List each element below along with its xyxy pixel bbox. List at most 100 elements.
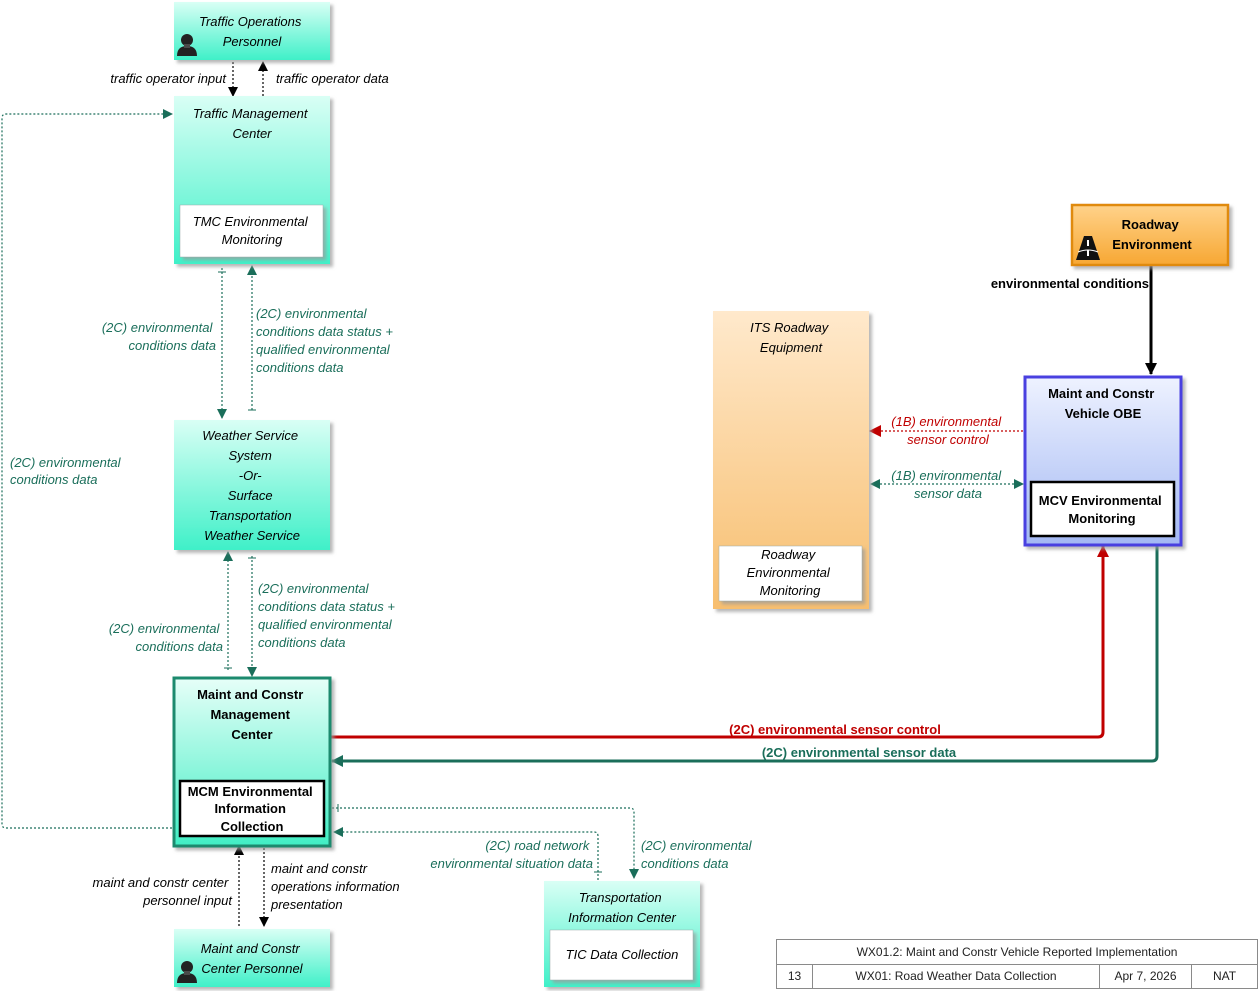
weather-title-2: System <box>229 448 273 463</box>
label-mc-ops-presentation-3: presentation <box>270 897 343 912</box>
tic-box[interactable]: Transportation Information Center TIC Da… <box>544 881 700 987</box>
label-mcm-to-weather-1: (2C) environmental <box>109 621 221 636</box>
svg-text:ITS Roadway Equipment: ITS Roadway Equipment <box>750 320 832 355</box>
label-traffic-operator-input: traffic operator input <box>110 71 227 86</box>
tic-function-box[interactable] <box>549 929 694 981</box>
flow-sensor-control-2c <box>330 545 1109 739</box>
traffic-management-center-box[interactable]: Traffic Management Center TMC Environmen… <box>174 96 330 264</box>
tmc-function-box[interactable] <box>179 204 324 258</box>
svg-text:(1B) environmental senso: (1B) environmental sensor control <box>891 414 1004 447</box>
tic-title-2: Information Center <box>568 910 676 925</box>
flow-sensor-data-1b-tail <box>870 479 880 489</box>
label-sensor-control-1b-1: (1B) environmental <box>891 414 1002 429</box>
title-block: WX01.2: Maint and Constr Vehicle Reporte… <box>776 939 1258 989</box>
svg-text:Weather Service System: Weather Service System -Or- Surface Tran… <box>202 428 301 543</box>
svg-text:Roadway Environmental: Roadway Environmental Monitoring <box>747 547 834 598</box>
label-tmc-to-weather-2: conditions data <box>129 338 216 353</box>
svg-text:(2C) environmental sensor data: (2C) environmental sensor data <box>762 745 957 760</box>
its-function-3: Monitoring <box>760 583 821 598</box>
flow-mcm-to-tic <box>332 807 639 879</box>
label-weather-to-tmc-1: (2C) environmental <box>256 306 368 321</box>
label-mc-personnel-input-1: maint and constr center <box>93 875 230 890</box>
svg-text:(2C) road network enviro: (2C) road network environmental situatio… <box>430 838 593 871</box>
mcm-center-box[interactable]: Maint and Constr Management Center MCM E… <box>172 676 332 848</box>
label-weather-to-tmc-2: conditions data status + <box>256 324 393 339</box>
flow-tic-to-mcm <box>333 827 599 880</box>
mcv-function-2: Monitoring <box>1068 511 1135 526</box>
svg-text:Traffic Operations Perso: Traffic Operations Personnel <box>199 14 305 49</box>
roadway-icon <box>1076 236 1100 260</box>
svg-text:traffic operator input: traffic operator input <box>110 71 227 86</box>
mc-personnel-title-1: Maint and Constr <box>201 941 301 956</box>
person-icon <box>177 961 197 983</box>
tic-function-1: TIC Data Collection <box>566 947 679 962</box>
label-mcm-to-tic-2: conditions data <box>641 856 728 871</box>
mcv-function-box[interactable] <box>1029 480 1176 538</box>
label-sensor-control-2c: (2C) environmental sensor control <box>729 722 941 737</box>
mc-center-personnel-box[interactable]: Maint and Constr Center Personnel <box>174 929 330 987</box>
mcv-function-1: MCV Environmental <box>1039 493 1162 508</box>
label-weather-to-mcm-4: conditions data <box>258 635 345 650</box>
mcm-title-3: Center <box>231 727 272 742</box>
label-sensor-data-1b-1: (1B) environmental <box>891 468 1002 483</box>
its-roadway-equipment-box[interactable]: ITS Roadway Equipment Roadway Environmen… <box>713 311 869 609</box>
svg-text:Maint and Constr Center: Maint and Constr Center Personnel <box>201 941 304 976</box>
tmc-function-2: Monitoring <box>222 232 283 247</box>
flow-origin-ticks <box>218 271 602 873</box>
tmc-title-2: Center <box>232 126 272 141</box>
label-weather-to-tmc-4: conditions data <box>256 360 343 375</box>
label-tic-to-mcm-2: environmental situation data <box>430 856 593 871</box>
person-icon <box>177 34 197 56</box>
mcv-title-2: Vehicle OBE <box>1065 406 1142 421</box>
svg-text:Traffic Management Cente: Traffic Management Center <box>193 106 311 141</box>
label-mcm-to-tmc-1: (2C) environmental <box>10 455 122 470</box>
mcm-function-1: MCM Environmental <box>188 784 313 799</box>
traffic-operations-personnel-box[interactable]: Traffic Operations Personnel <box>174 2 330 60</box>
svg-text:(2C) environmental condi: (2C) environmental conditions data <box>641 838 755 871</box>
mcv-obe-box[interactable]: Maint and Constr Vehicle OBE MCV Environ… <box>1023 375 1183 547</box>
label-environmental-conditions: environmental conditions <box>991 276 1149 291</box>
label-mcm-to-tic-1: (2C) environmental <box>641 838 753 853</box>
label-sensor-data-1b-2: sensor data <box>914 486 982 501</box>
tic-title-1: Transportation <box>579 890 662 905</box>
svg-text:(2C) environmental condi: (2C) environmental conditions data statu… <box>256 306 397 375</box>
label-weather-to-mcm-3: qualified environmental <box>258 617 393 632</box>
svg-text:maint and constr operati: maint and constr operations information … <box>270 861 403 912</box>
svg-text:environmental conditions: environmental conditions <box>991 276 1149 291</box>
label-weather-to-mcm-2: conditions data status + <box>258 599 395 614</box>
svg-text:Roadway Environment: Roadway Environment <box>1112 217 1192 252</box>
svg-text:maint and constr center: maint and constr center personnel input <box>93 875 234 908</box>
weather-service-box[interactable]: Weather Service System -Or- Surface Tran… <box>174 420 330 550</box>
its-function-box[interactable] <box>718 545 863 602</box>
weather-title-4: Surface <box>228 488 273 503</box>
label-weather-to-mcm-1: (2C) environmental <box>258 581 370 596</box>
label-sensor-data-2c: (2C) environmental sensor data <box>762 745 957 760</box>
flow-mcm-to-tmc <box>1 109 173 829</box>
tmc-function-1: TMC Environmental <box>193 214 309 229</box>
svg-text:traffic operator data: traffic operator data <box>276 71 389 86</box>
roadway-env-title-2: Environment <box>1112 237 1192 252</box>
label-tic-to-mcm-1: (2C) road network <box>485 838 591 853</box>
title-block-package: WX01: Road Weather Data Collection <box>813 965 1100 988</box>
mcm-function-2: Information <box>214 801 286 816</box>
mcm-title-1: Maint and Constr <box>197 687 303 702</box>
its-function-2: Environmental <box>747 565 831 580</box>
traffic-ops-title-1: Traffic Operations <box>199 14 302 29</box>
its-function-1: Roadway <box>761 547 817 562</box>
weather-title-5: Transportation <box>209 508 292 523</box>
weather-title-1: Weather Service <box>202 428 298 443</box>
title-block-page: 13 <box>777 965 813 988</box>
weather-title-3: -Or- <box>239 468 263 483</box>
flow-sensor-data-2c <box>331 546 1159 767</box>
its-title-2: Equipment <box>760 340 824 355</box>
weather-title-6: Weather Service <box>204 528 300 543</box>
title-block-title: WX01.2: Maint and Constr Vehicle Reporte… <box>777 940 1257 965</box>
label-weather-to-tmc-3: qualified environmental <box>256 342 391 357</box>
flow-labels: traffic operator input traffic operator … <box>10 71 1149 912</box>
roadway-environment-box[interactable]: Roadway Environment <box>1070 203 1230 267</box>
svg-text:TMC Environmental Monito: TMC Environmental Monitoring <box>193 214 312 247</box>
traffic-ops-title-2: Personnel <box>223 34 283 49</box>
roadway-env-title-1: Roadway <box>1122 217 1180 232</box>
mcm-function-box[interactable] <box>178 779 326 838</box>
